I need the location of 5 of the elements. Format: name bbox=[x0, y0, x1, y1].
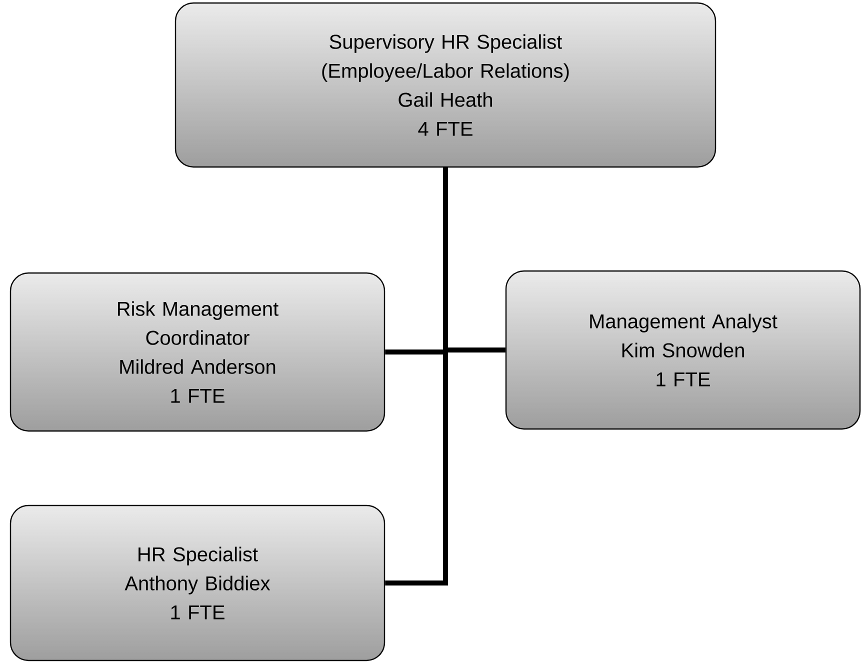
position-box: HR Specialist Anthony Biddiex 1 FTE bbox=[10, 504, 386, 662]
position-box: Supervisory HR Specialist (Employee/Labor Relations) Gail Heath 4 FTE bbox=[174, 2, 716, 168]
position-box: Risk Management Coordinator Mildred Anderson 1 FTE bbox=[10, 272, 386, 432]
connector-line bbox=[385, 168, 448, 586]
position-box: Management Analyst Kim Snowden 1 FTE bbox=[505, 270, 861, 430]
